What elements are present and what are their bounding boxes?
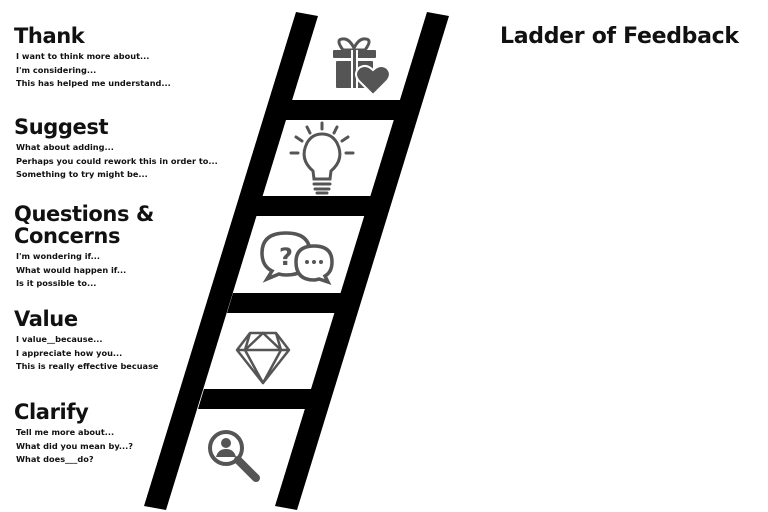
diamond-icon (235, 331, 291, 385)
step-prompt: This has helped me understand... (16, 78, 171, 88)
step-prompt: Tell me more about... (16, 427, 115, 437)
step-prompt: I'm considering... (16, 64, 97, 75)
page-title: Ladder of Feedback (500, 24, 739, 49)
step-prompts: I want to think more about... I'm consid… (16, 50, 214, 91)
step-prompt: I want to think more about... (16, 51, 150, 61)
ladder-rung-1 (284, 100, 415, 120)
step-prompt: I'm wondering if... (16, 251, 101, 261)
step-prompt: This is really effective becuase (16, 361, 159, 371)
step-thank: Thank I want to think more about... I'm … (14, 25, 214, 91)
step-value: Value I value__because... I appreciate h… (14, 308, 214, 374)
ladder-right-rail (275, 12, 449, 510)
step-title: Questions & Concerns (14, 202, 154, 248)
step-clarify: Clarify Tell me more about... What did y… (14, 401, 214, 467)
step-prompts: Tell me more about... What did you mean … (16, 426, 214, 467)
step-prompt: I appreciate how you... (16, 347, 123, 358)
magnify-person-icon (208, 430, 260, 482)
step-prompt: What did you mean by...? (16, 440, 133, 451)
step-prompt: What would happen if... (16, 264, 127, 275)
ladder-rung-2 (256, 196, 387, 216)
step-prompt: Something to try might be... (16, 169, 148, 179)
step-title: Value (14, 307, 78, 331)
step-title: Clarify (14, 400, 89, 424)
ladder-rung-4 (198, 389, 329, 409)
step-suggest: Suggest What about adding... Perhaps you… (14, 115, 218, 182)
step-prompts: I'm wondering if... What would happen if… (16, 250, 154, 291)
step-prompt: Is it possible to... (16, 278, 97, 288)
question-chat-icon: ? (260, 231, 334, 285)
lightbulb-icon (289, 121, 355, 195)
step-prompts: I value__because... I appreciate how you… (16, 333, 214, 374)
step-prompt: What about adding... (16, 142, 114, 152)
step-title: Thank (14, 24, 85, 48)
svg-text:?: ? (279, 243, 293, 271)
step-title: Suggest (14, 115, 109, 139)
step-questions-concerns: Questions & Concerns I'm wondering if...… (14, 203, 154, 291)
step-prompt: Perhaps you could rework this in order t… (16, 155, 218, 166)
step-prompt: I value__because... (16, 334, 103, 344)
step-prompts: What about adding... Perhaps you could r… (16, 141, 218, 182)
gift-heart-icon (333, 37, 391, 97)
step-prompt: What does___do? (16, 454, 94, 464)
ladder-left-rail (144, 12, 318, 510)
ladder-rung-3 (227, 293, 358, 313)
